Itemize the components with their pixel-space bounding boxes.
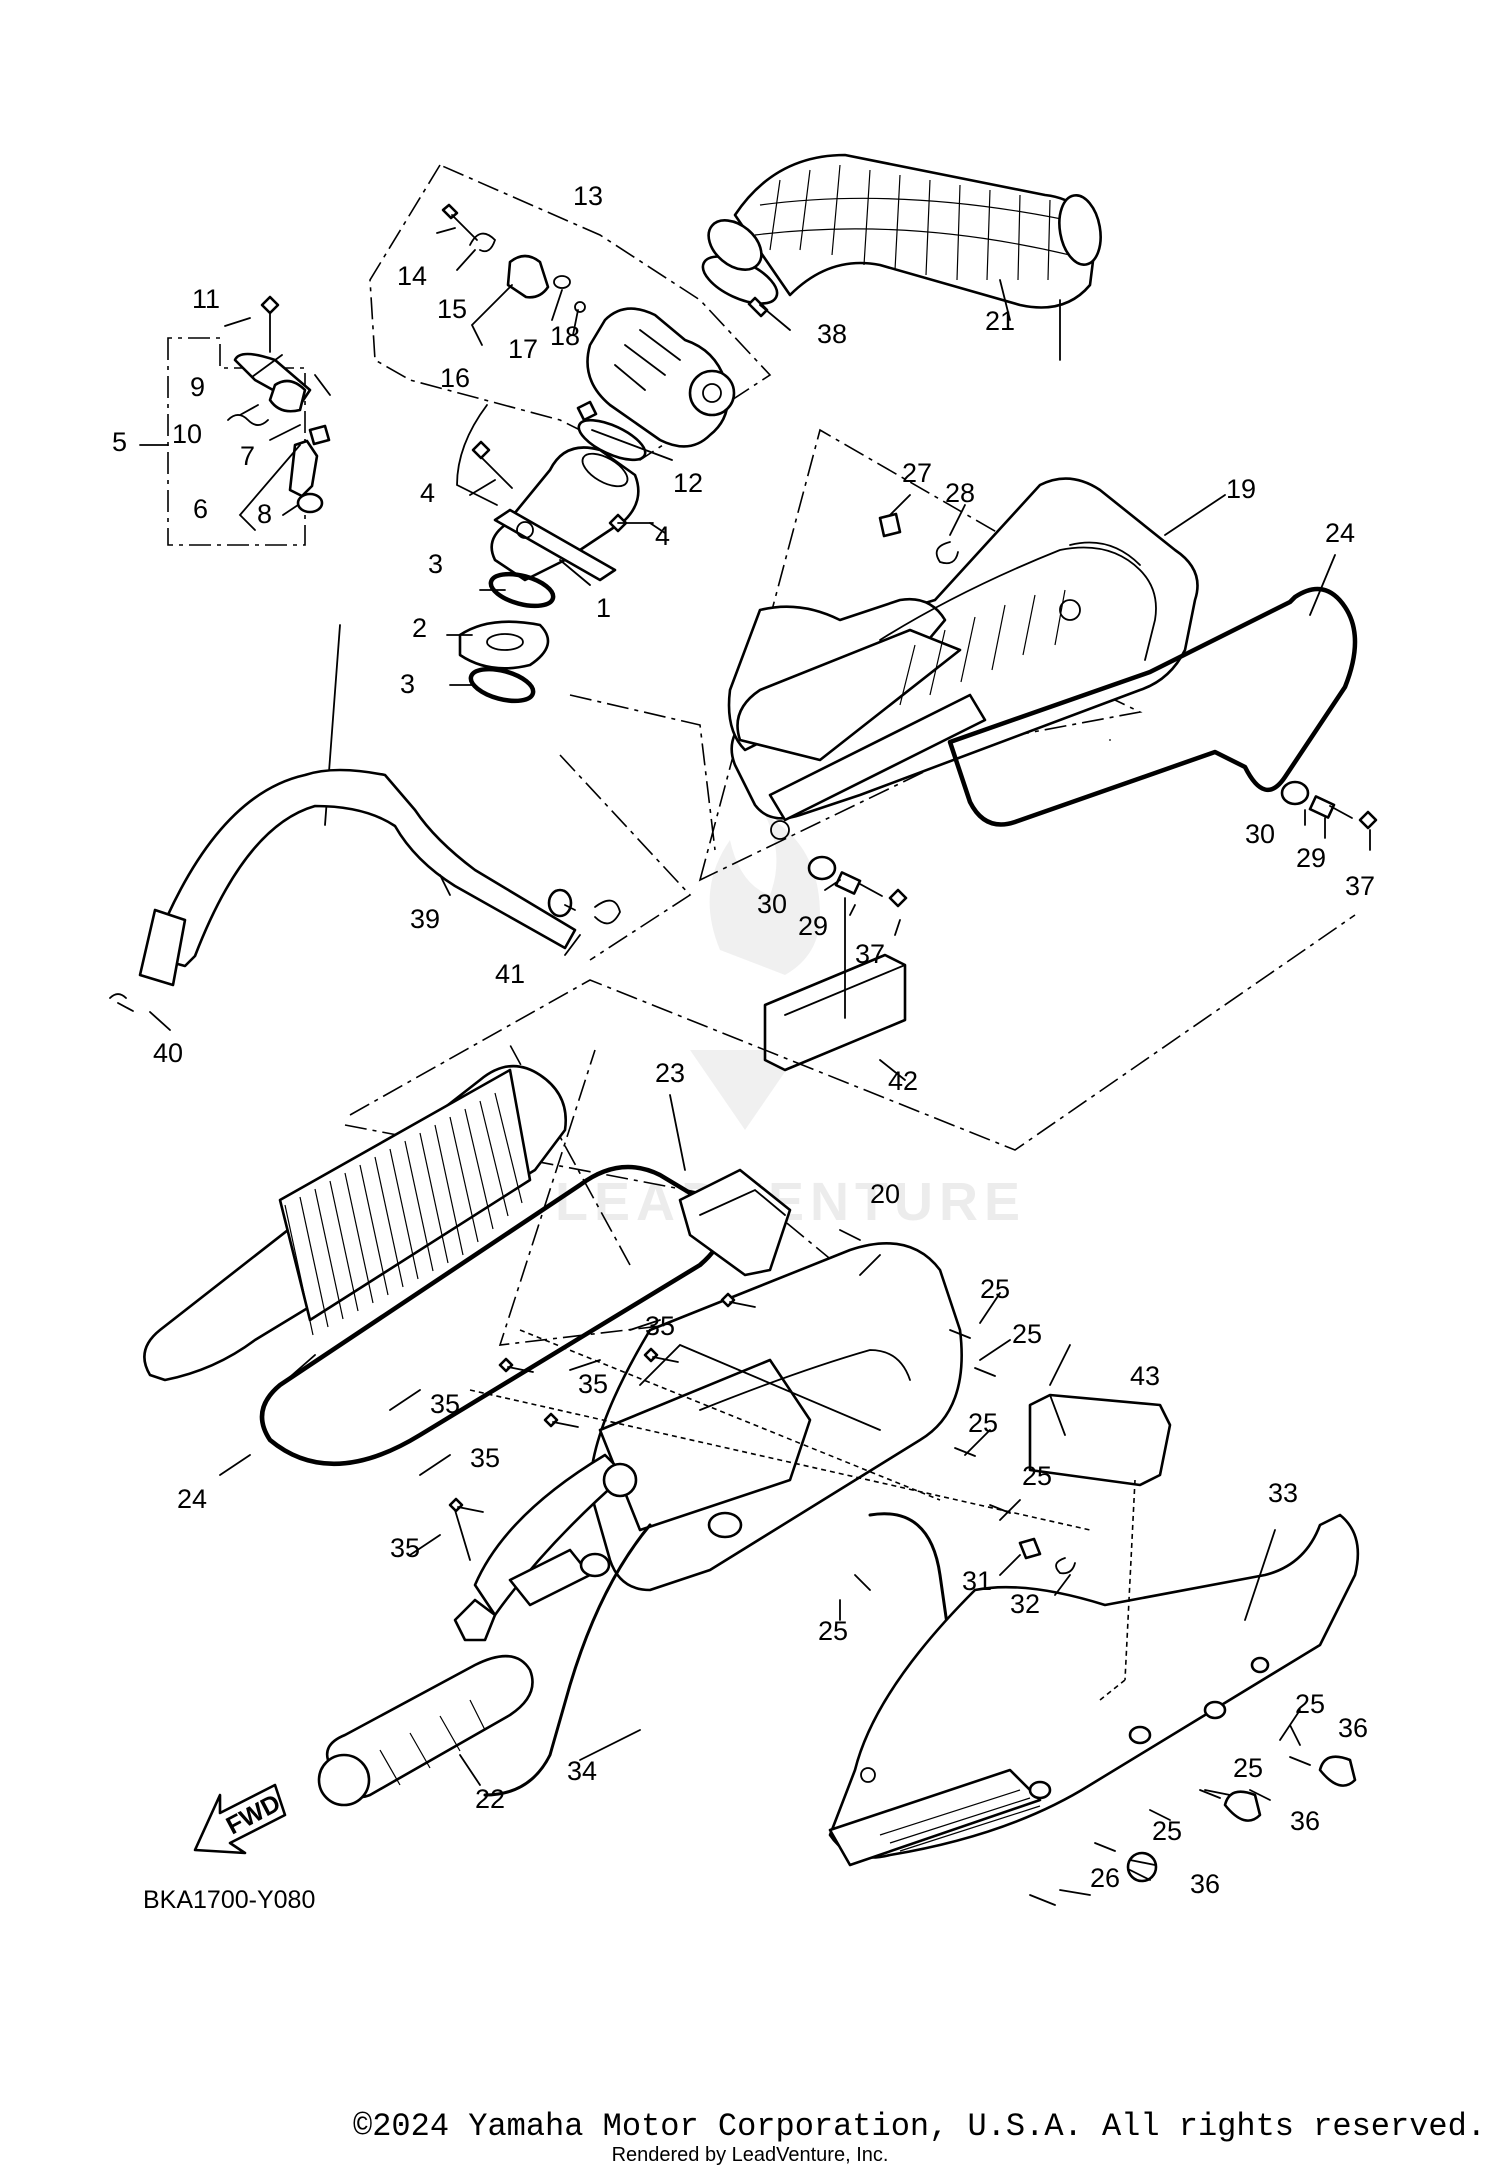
callout-29: 29	[798, 911, 828, 941]
callout-33: 33	[1268, 1478, 1298, 1508]
callout-12: 12	[673, 468, 703, 498]
callout-16: 16	[440, 363, 470, 393]
rendered-by-note: Rendered by LeadVenture, Inc.	[611, 2144, 889, 2166]
throttle-body-group	[139, 153, 1102, 826]
callout-35: 35	[470, 1443, 500, 1473]
callout-37: 37	[855, 939, 885, 969]
callout-7: 7	[240, 441, 255, 471]
air-cleaner-case-group	[569, 299, 1378, 1081]
callout-5: 5	[112, 427, 127, 457]
callout-43: 43	[1130, 1361, 1160, 1391]
fwd-arrow: FWD	[193, 1783, 287, 1855]
callout-1: 1	[596, 593, 611, 623]
callout-30: 30	[757, 889, 787, 919]
air-filter-lower-group: FWD	[143, 914, 1360, 1906]
callout-6: 6	[193, 494, 208, 524]
callout-3: 3	[428, 549, 443, 579]
callout-25: 25	[1022, 1461, 1052, 1491]
callout-4: 4	[655, 521, 670, 551]
callout-23: 23	[655, 1058, 685, 1088]
callout-labels: 1 2 3 3 4 4 5 6 7 8 9 10 11 12 13 14 15 …	[112, 181, 1375, 1914]
callout-8: 8	[257, 499, 272, 529]
callout-22: 22	[475, 1784, 505, 1814]
watermark-text: LEADVENTURE	[555, 1172, 1026, 1232]
drawing-code: BKA1700-Y080	[143, 1886, 315, 1914]
callout-27: 27	[902, 458, 932, 488]
callout-39: 39	[410, 904, 440, 934]
callout-21: 21	[985, 306, 1015, 336]
callout-25: 25	[818, 1616, 848, 1646]
callout-3: 3	[400, 669, 415, 699]
breather-hose-group	[109, 754, 692, 1031]
callout-24: 24	[177, 1484, 207, 1514]
callout-19: 19	[1226, 474, 1256, 504]
callout-35: 35	[578, 1369, 608, 1399]
callout-14: 14	[397, 261, 427, 291]
watermark: LEADVENTURE	[555, 815, 1026, 1232]
callout-28: 28	[945, 478, 975, 508]
callout-25: 25	[1152, 1816, 1182, 1846]
callout-41: 41	[495, 959, 525, 989]
callout-42: 42	[888, 1066, 918, 1096]
callout-34: 34	[567, 1756, 597, 1786]
callout-13: 13	[573, 181, 603, 211]
callout-32: 32	[1010, 1589, 1040, 1619]
callout-18: 18	[550, 321, 580, 351]
callout-29: 29	[1296, 843, 1326, 873]
callout-38: 38	[817, 319, 847, 349]
callout-20: 20	[870, 1179, 900, 1209]
callout-11: 11	[192, 284, 220, 314]
callout-25: 25	[1233, 1753, 1263, 1783]
callout-35: 35	[430, 1389, 460, 1419]
callout-15: 15	[437, 294, 467, 324]
callout-25: 25	[968, 1408, 998, 1438]
callout-24: 24	[1325, 518, 1355, 548]
callout-36: 36	[1290, 1806, 1320, 1836]
callout-25: 25	[980, 1274, 1010, 1304]
callout-4: 4	[420, 478, 435, 508]
callout-40: 40	[153, 1038, 183, 1068]
callout-30: 30	[1245, 819, 1275, 849]
callout-36: 36	[1338, 1713, 1368, 1743]
callout-37: 37	[1345, 871, 1375, 901]
callout-36: 36	[1190, 1869, 1220, 1899]
callout-35: 35	[390, 1533, 420, 1563]
callout-31: 31	[962, 1566, 992, 1596]
callout-25: 25	[1012, 1319, 1042, 1349]
callout-35: 35	[645, 1311, 675, 1341]
callout-26: 26	[1090, 1863, 1120, 1893]
callout-25: 25	[1295, 1689, 1325, 1719]
copyright-notice: ©2024 Yamaha Motor Corporation, U.S.A. A…	[353, 2108, 1486, 2145]
callout-17: 17	[508, 334, 538, 364]
callout-9: 9	[190, 372, 205, 402]
callout-10: 10	[172, 419, 202, 449]
callout-2: 2	[412, 613, 427, 643]
